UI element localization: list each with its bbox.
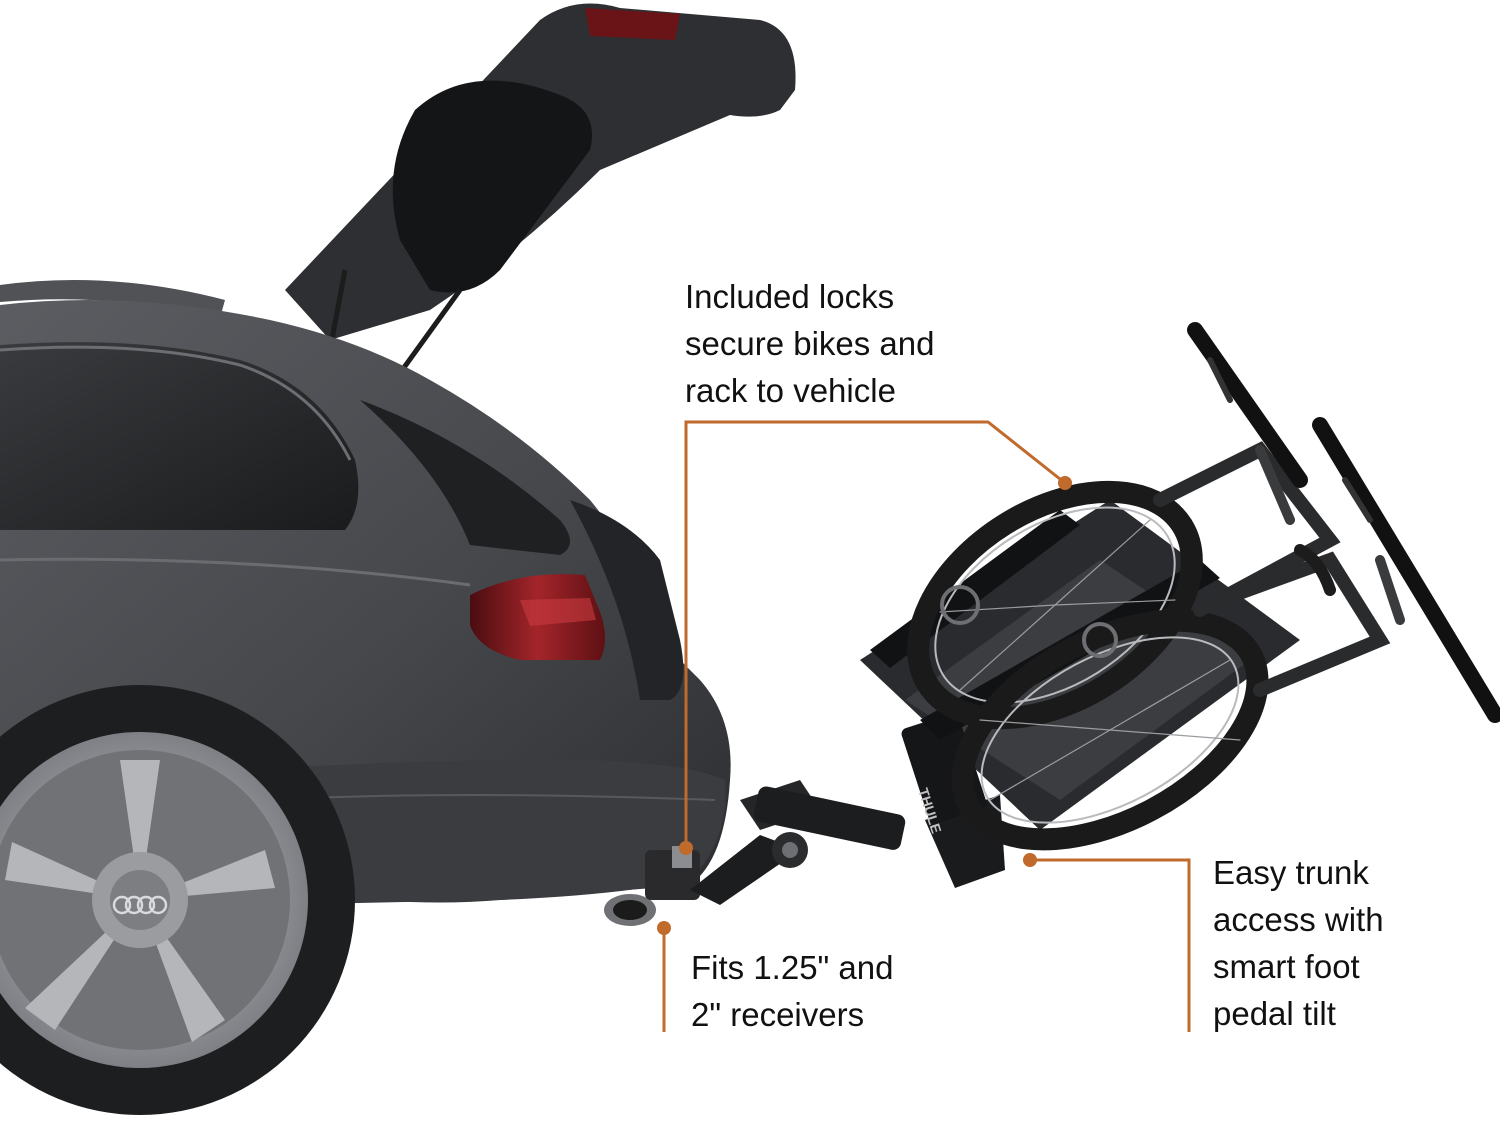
locks-leader-line bbox=[684, 420, 1066, 850]
callout-locks: Included locks secure bikes and rack to … bbox=[685, 273, 934, 414]
callout-line: secure bikes and bbox=[685, 325, 935, 362]
callout-line: rack to vehicle bbox=[685, 372, 896, 409]
callout-trunk: Easy trunk access with smart foot pedal … bbox=[1213, 849, 1384, 1037]
dot-marker-icon bbox=[1058, 476, 1072, 490]
dot-marker-icon bbox=[1023, 853, 1037, 867]
callout-line: Included locks bbox=[685, 278, 895, 315]
dot-marker-icon bbox=[679, 841, 693, 855]
callout-line: Easy trunk bbox=[1213, 854, 1369, 891]
callout-receivers: Fits 1.25" and 2" receivers bbox=[691, 944, 894, 1038]
callout-leaders bbox=[662, 420, 1191, 1032]
car-rear-icon bbox=[0, 3, 796, 1115]
callout-line: pedal tilt bbox=[1213, 995, 1336, 1032]
callout-line: Fits 1.25" and bbox=[691, 949, 894, 986]
trunk-leader-line bbox=[1030, 858, 1191, 1032]
callout-line: access with bbox=[1213, 901, 1384, 938]
dot-marker-icon bbox=[657, 921, 671, 935]
bicycle-icon bbox=[907, 322, 1500, 851]
callout-line: smart foot bbox=[1213, 948, 1360, 985]
callout-line: 2" receivers bbox=[691, 996, 865, 1033]
callout-markers bbox=[657, 476, 1072, 935]
